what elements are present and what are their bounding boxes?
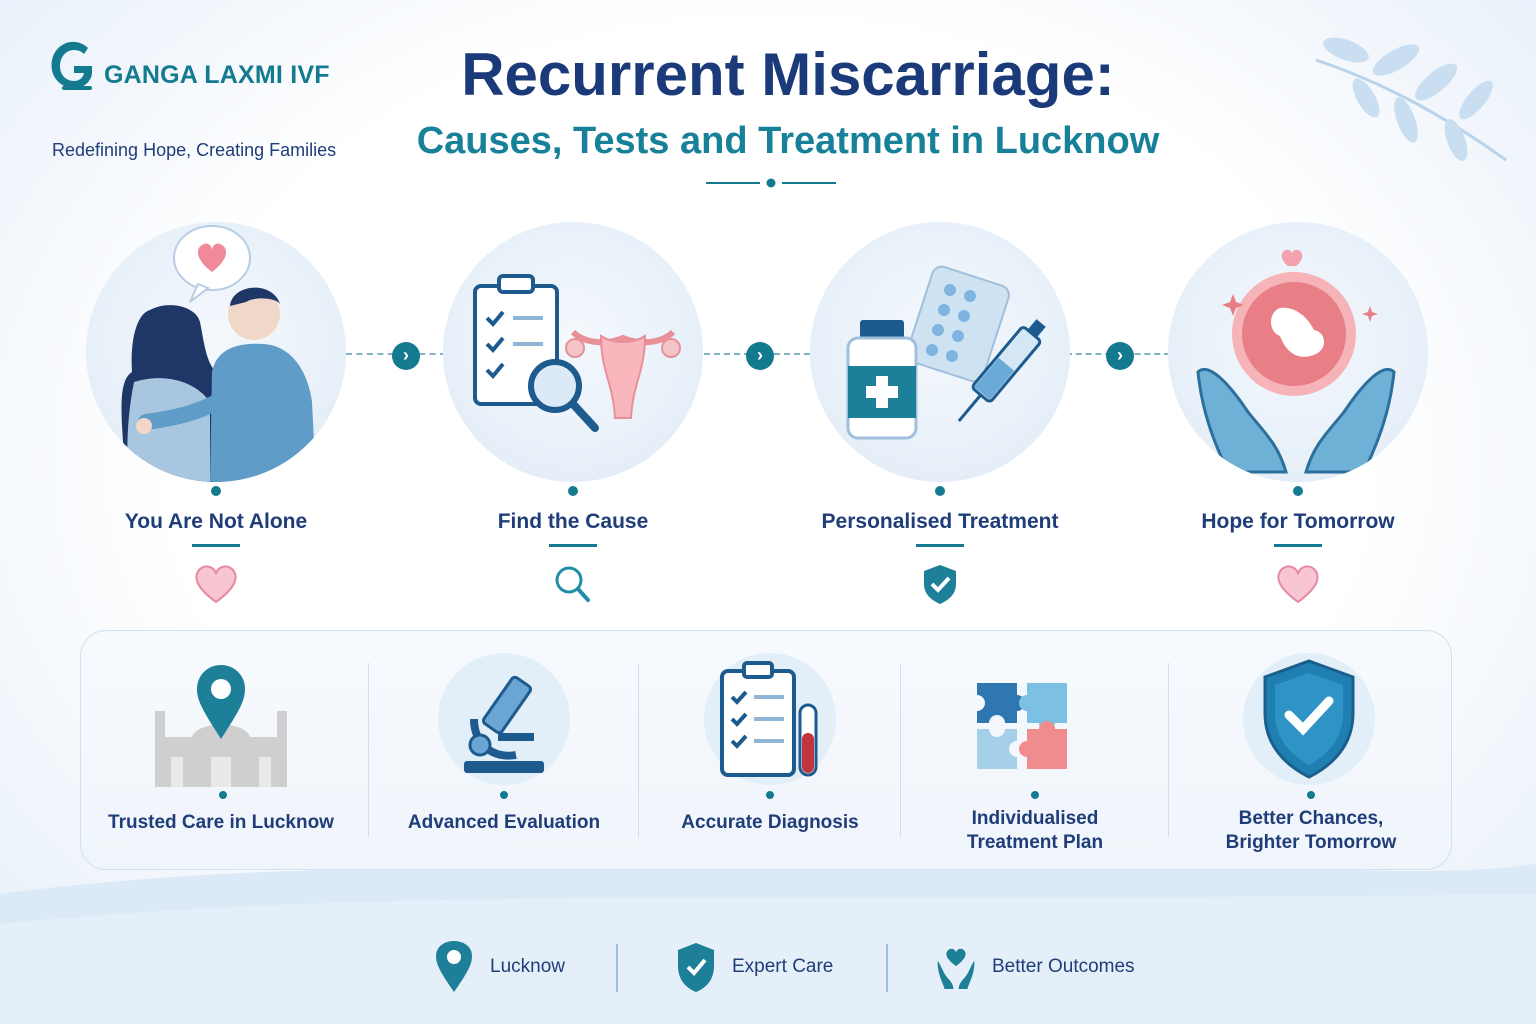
footer-better-outcomes: Better Outcomes <box>934 940 1135 994</box>
feature-divider <box>638 663 639 837</box>
shield-check-icon <box>678 943 714 992</box>
baby-in-hands-icon <box>1196 249 1396 474</box>
step-underline <box>916 544 964 547</box>
feature-dot <box>1031 791 1039 799</box>
step-underline <box>549 544 597 547</box>
feature-label-line: Better Chances, <box>1238 808 1384 829</box>
feature-trusted-care: Trusted Care in Lucknow <box>81 631 368 871</box>
logo-g-icon <box>51 41 92 90</box>
step-illustration <box>443 222 703 482</box>
step-label: Hope for Tomorrow <box>1201 510 1395 533</box>
feature-individualised-plan: Individualised Treatment Plan <box>901 631 1169 871</box>
clipboard-uterus-icon <box>473 274 681 432</box>
feature-label: Accurate Diagnosis <box>681 812 859 833</box>
step-dot <box>211 486 221 496</box>
step-underline <box>192 544 240 547</box>
features-panel: Trusted Care in Lucknow Advanced Evaluat… <box>80 630 1452 870</box>
heart-icon <box>1277 565 1319 604</box>
magnifier-icon <box>555 566 590 602</box>
feature-label-line: Individualised <box>971 808 1099 829</box>
step-underline <box>1274 544 1322 547</box>
microscope-icon <box>438 653 570 785</box>
step-label: Find the Cause <box>497 510 649 533</box>
feature-accurate-diagnosis: Accurate Diagnosis <box>639 631 901 871</box>
feature-dot <box>1307 791 1315 799</box>
brand-tagline: Redefining Hope, Creating Families <box>52 140 337 160</box>
chevron-right-icon: › <box>1106 342 1134 370</box>
hands-heart-icon <box>937 948 975 989</box>
chevron-right-icon: › <box>392 342 420 370</box>
step-illustration <box>1168 222 1428 482</box>
feature-label: Individualised Treatment Plan <box>901 807 1169 855</box>
brand-name: GANGA LAXMI IVF <box>104 60 330 89</box>
brand-logo[interactable]: GANGA LAXMI IVF <box>48 38 330 94</box>
feature-dot <box>219 791 227 799</box>
footer-label: Better Outcomes <box>992 956 1135 977</box>
chevron-right-icon: › <box>746 342 774 370</box>
title-divider <box>706 178 836 188</box>
clipboard-test-tube-icon <box>704 653 836 785</box>
step-dot <box>935 486 945 496</box>
shield-check-icon <box>1243 653 1375 785</box>
feature-label-line: Treatment Plan <box>966 832 1104 853</box>
feature-better-chances: Better Chances, Brighter Tomorrow <box>1169 631 1453 871</box>
feature-divider <box>900 663 901 837</box>
shield-check-icon <box>924 565 956 604</box>
location-pin-icon <box>155 665 287 787</box>
page-subtitle: Causes, Tests and Treatment in Lucknow <box>416 120 1160 162</box>
background-wave <box>0 864 1536 1024</box>
step-illustration <box>86 222 346 482</box>
feature-label: Better Chances, Brighter Tomorrow <box>1169 807 1453 855</box>
heart-icon <box>195 565 237 604</box>
couple-support-icon <box>121 225 316 482</box>
footer-label: Lucknow <box>490 956 565 977</box>
footer-divider <box>616 944 618 992</box>
footer-label: Expert Care <box>732 956 834 977</box>
location-pin-icon <box>436 941 472 992</box>
step-dot <box>568 486 578 496</box>
step-illustration <box>810 222 1070 482</box>
feature-divider <box>368 663 369 837</box>
feature-label-line: Brighter Tomorrow <box>1225 832 1397 853</box>
feature-dot <box>500 791 508 799</box>
page-title: Recurrent Miscarriage: <box>461 41 1115 108</box>
step-dot <box>1293 486 1303 496</box>
footer-lucknow: Lucknow <box>432 940 565 994</box>
feature-advanced-evaluation: Advanced Evaluation <box>369 631 639 871</box>
medicine-icon <box>846 265 1046 440</box>
footer-expert-care: Expert Care <box>674 940 833 994</box>
feature-dot <box>766 791 774 799</box>
step-label: Personalised Treatment <box>821 510 1059 533</box>
footer-divider <box>886 944 888 992</box>
feature-divider <box>1168 663 1169 837</box>
leaf-decoration-icon <box>1315 37 1507 162</box>
feature-label: Trusted Care in Lucknow <box>108 812 334 833</box>
feature-label: Advanced Evaluation <box>407 812 601 833</box>
step-label: You Are Not Alone <box>124 510 308 533</box>
puzzle-icon <box>977 683 1067 769</box>
